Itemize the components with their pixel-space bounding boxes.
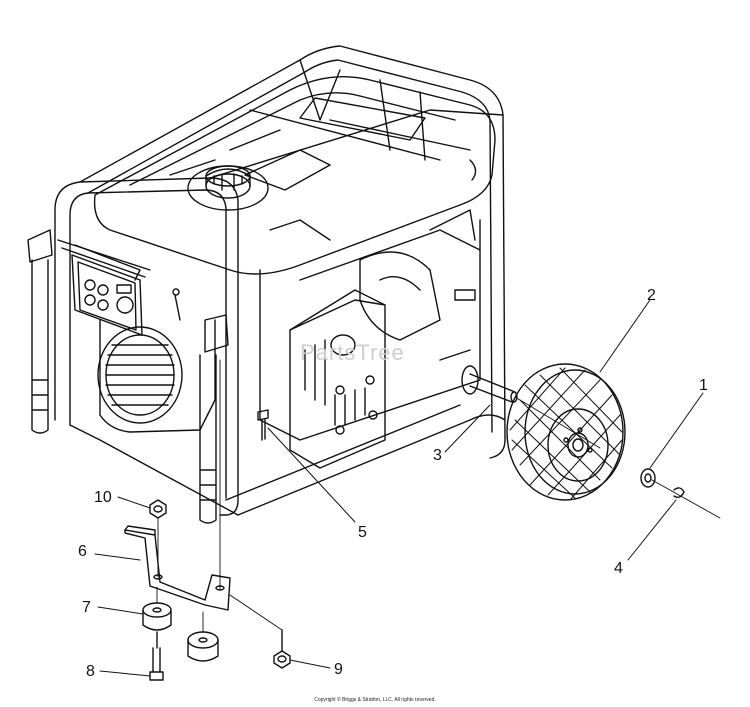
generator-frame	[54, 45, 506, 516]
bolt-part-8	[149, 631, 164, 681]
callout-7: 7	[82, 599, 91, 616]
engine	[97, 209, 481, 441]
control-panel	[57, 239, 151, 336]
leader-lines	[94, 299, 704, 677]
front-handles	[27, 229, 229, 524]
callout-9: 9	[334, 661, 343, 678]
callout-8: 8	[86, 663, 95, 680]
copyright-notice: Copyright © Briggs & Stratton, LLC. All …	[314, 697, 436, 703]
fuel-cap	[187, 165, 269, 211]
axle-part-3	[461, 365, 518, 403]
callout-5: 5	[358, 524, 367, 541]
rubber-foot-part-7-right	[187, 631, 219, 662]
callout-10: 10	[94, 489, 112, 506]
watermark-text: PartsTree	[300, 340, 405, 365]
wheel-part-2	[506, 363, 626, 501]
bracket-part-6	[124, 525, 231, 611]
callout-3: 3	[433, 447, 442, 464]
nut-part-10	[149, 499, 167, 519]
fuel-tank	[93, 59, 496, 275]
rubber-foot-part-7-left	[142, 602, 172, 631]
washer-part-1	[640, 468, 656, 488]
muffler	[289, 289, 386, 469]
callout-6: 6	[78, 543, 87, 560]
callout-1: 1	[699, 377, 708, 394]
screw-part-5	[257, 409, 269, 441]
hairpin-part-4	[673, 487, 685, 499]
callout-4: 4	[614, 560, 623, 577]
callout-2: 2	[647, 287, 656, 304]
nut-part-9	[273, 629, 291, 669]
assembly-centerlines	[156, 359, 283, 633]
